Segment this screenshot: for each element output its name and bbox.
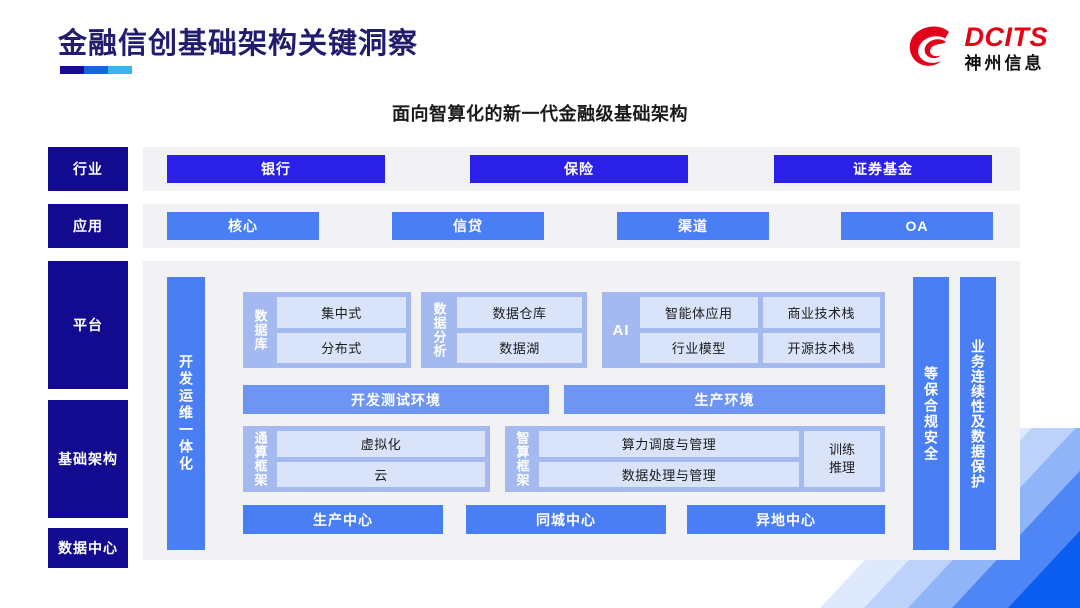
row-label-datacenter: 数据中心 — [48, 528, 128, 568]
datacenter-chip-production[interactable]: 生产中心 — [243, 505, 443, 534]
env-bar-production[interactable]: 生产环境 — [564, 385, 885, 414]
cell-cloud[interactable]: 云 — [277, 461, 485, 487]
group-ai-title: AI — [612, 321, 630, 339]
industry-chip-bank[interactable]: 银行 — [167, 155, 385, 183]
train-label: 训练 — [828, 442, 855, 458]
business-continuity-vertical-bar[interactable]: 业务连续性及数据保护 — [960, 277, 996, 550]
title-underline-rule — [60, 66, 132, 74]
industry-chip-securities[interactable]: 证券基金 — [774, 155, 992, 183]
cell-centralized[interactable]: 集中式 — [277, 297, 406, 328]
env-bar-dev-test[interactable]: 开发测试环境 — [243, 385, 549, 414]
page-subtitle: 面向智算化的新一代金融级基础架构 — [392, 104, 688, 124]
group-intelligent-compute-title: 智算框架 — [514, 431, 530, 487]
cell-data-warehouse[interactable]: 数据仓库 — [457, 297, 582, 328]
application-chip-credit[interactable]: 信贷 — [392, 212, 544, 240]
row-label-platform: 平台 — [48, 261, 128, 389]
infer-label: 推理 — [828, 460, 855, 475]
logo-english-text: DCITS — [964, 22, 1048, 52]
logo-chinese-text: 神州信息 — [964, 54, 1045, 73]
group-ai[interactable]: AI 智能体应用 商业技术栈 行业模型 开源技术栈 — [602, 292, 885, 368]
cell-train-infer[interactable]: 训练 推理 — [804, 431, 880, 487]
datacenter-chip-metro[interactable]: 同城中心 — [466, 505, 666, 534]
cell-compute-scheduling[interactable]: 算力调度与管理 — [539, 431, 799, 457]
cell-data-lake[interactable]: 数据湖 — [457, 332, 582, 363]
row-label-infrastructure: 基础架构 — [48, 400, 128, 518]
group-database[interactable]: 数据库 集中式 分布式 — [243, 292, 411, 368]
cell-agent-application[interactable]: 智能体应用 — [640, 297, 758, 328]
industry-chip-insurance[interactable]: 保险 — [470, 155, 688, 183]
cell-industry-model[interactable]: 行业模型 — [640, 332, 758, 363]
group-analytics-title: 数据分析 — [431, 302, 447, 358]
cell-distributed[interactable]: 分布式 — [277, 332, 406, 363]
application-chip-channel[interactable]: 渠道 — [617, 212, 769, 240]
cell-commercial-stack[interactable]: 商业技术栈 — [762, 297, 880, 328]
group-data-analytics[interactable]: 数据分析 数据仓库 数据湖 — [421, 292, 587, 368]
group-general-compute-title: 通算框架 — [252, 431, 268, 487]
brand-logo: DCITS 神州信息 — [905, 20, 1049, 76]
devops-vertical-bar[interactable]: 开发运维一体化 — [167, 277, 205, 550]
application-chip-core[interactable]: 核心 — [167, 212, 319, 240]
row-label-industry: 行业 — [48, 147, 128, 191]
cell-virtualization[interactable]: 虚拟化 — [277, 431, 485, 457]
group-general-compute[interactable]: 通算框架 虚拟化 云 — [243, 426, 490, 492]
page-title: 金融信创基础架构关键洞察 — [58, 28, 419, 60]
datacenter-chip-remote[interactable]: 异地中心 — [687, 505, 885, 534]
compliance-security-vertical-bar[interactable]: 等保合规安全 — [913, 277, 949, 550]
row-label-application: 应用 — [48, 204, 128, 248]
group-intelligent-compute[interactable]: 智算框架 算力调度与管理 数据处理与管理 训练 推理 — [505, 426, 885, 492]
application-chip-oa[interactable]: OA — [841, 212, 993, 240]
group-database-title: 数据库 — [252, 309, 268, 351]
cell-opensource-stack[interactable]: 开源技术栈 — [762, 332, 880, 363]
cell-data-processing[interactable]: 数据处理与管理 — [539, 461, 799, 487]
dcits-swirl-icon — [905, 22, 957, 74]
